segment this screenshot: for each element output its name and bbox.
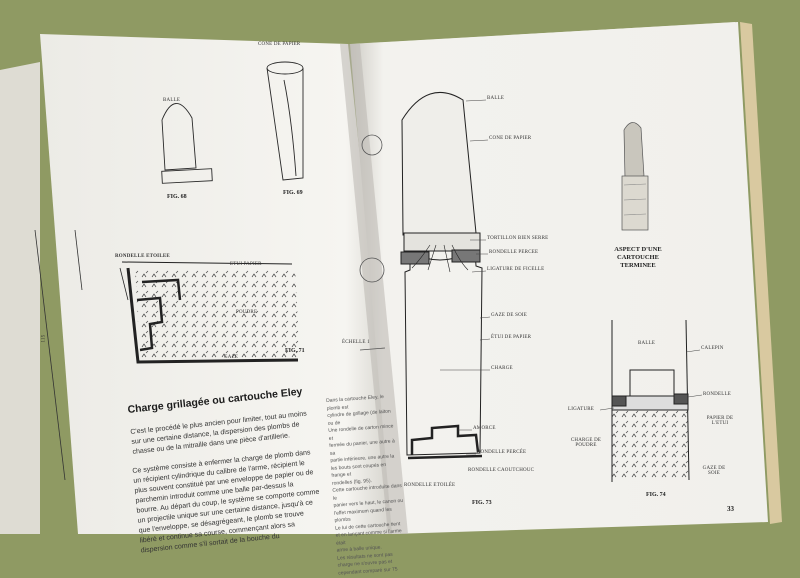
- fig74-label-papier: PAPIER DE L'ETUI: [706, 416, 734, 426]
- fig73-label-rondelle-caoutchouc: RONDELLE CAOUTCHOUC: [468, 468, 535, 473]
- fig68-caption: FIG. 68: [167, 194, 187, 200]
- fig73-cartridge: [400, 92, 483, 460]
- page-number: 33: [727, 505, 734, 513]
- fig73-label-rondelle-percee: RONDELLE PERCEE: [489, 250, 539, 255]
- cover-edge: [740, 22, 782, 524]
- fig71-label-etui: ETUI PAPIER: [230, 262, 262, 267]
- fig73-label-amorce: AMORCE: [473, 426, 496, 431]
- fig74-label-gaze: GAZE DE SOIE: [702, 466, 726, 476]
- scale-label: ÉCHELLE 1: [342, 340, 370, 345]
- fig73-label-gaze: GAZE DE SOIE: [491, 313, 528, 318]
- book-illustration: [0, 22, 782, 534]
- ruler-value: 115: [41, 334, 47, 343]
- fig74-caption: FIG. 74: [646, 492, 666, 498]
- fig73-label-rondelle-etoilee: RONDELLE ETOILÉE: [404, 483, 456, 488]
- fig71-label-gaze: GAZE: [224, 355, 239, 360]
- fig71-caption: FIG. 71: [285, 348, 305, 354]
- fig69-label: CONE DE PAPIER: [258, 42, 301, 47]
- under-page-left: [0, 62, 40, 534]
- fig73-label-balle: BALLE: [487, 96, 505, 101]
- fig73-label-charge: CHARGE: [491, 366, 513, 371]
- fig74-label-ligature: LIGATURE: [568, 407, 595, 412]
- fig73-label-rondelle-percee-bottom: RONDELLE PERCÉE: [477, 450, 527, 455]
- fig74-section: [611, 319, 690, 482]
- fig68-bullet: [161, 103, 213, 184]
- fig71-label-poudre: POUDRE: [236, 310, 258, 315]
- fig69-paper-cone: [266, 61, 304, 181]
- fig68-label-balle: BALLE: [163, 98, 181, 103]
- aspect-title: ASPECT D'UNE CARTOUCHE TERMINEE: [614, 246, 662, 269]
- scale-marks: [359, 134, 386, 351]
- finished-cartridge: [621, 122, 649, 231]
- fig73-label-ligature: LIGATURE DE FICELLE: [487, 267, 545, 272]
- fig74-label-balle: BALLE: [638, 341, 656, 346]
- fig74-label-rondelle: RONDELLE: [703, 392, 731, 397]
- fig73-label-cone: CONE DE PAPIER: [489, 136, 532, 141]
- fig69-caption: FIG. 69: [283, 190, 303, 196]
- ruler-left: [34, 229, 83, 481]
- fig71-cross-section: [119, 261, 300, 364]
- fig73-caption: FIG. 73: [472, 500, 492, 506]
- book-photo: BALLE FIG. 68 CONE DE PAPIER FIG. 69 RON…: [0, 22, 782, 576]
- fig71-label-rondelle: RONDELLE ETOILEE: [115, 254, 170, 259]
- fig73-label-etui: ÉTUI DE PAPIER: [491, 335, 532, 340]
- fig74-label-calepin: CALEPIN: [701, 346, 724, 351]
- leader-lines: [440, 99, 703, 455]
- fig74-label-charge: CHARGE DE POUDRE: [570, 438, 602, 448]
- paragraph-2: Ce système consiste à enfermer la charge…: [132, 449, 320, 555]
- paragraph-column-2: Dans la cartouche Eley, le plomb est cyl…: [326, 393, 404, 577]
- fig73-label-tortillon: TORTILLON BIEN SERRE: [487, 236, 549, 241]
- gutter-shadow: [340, 44, 408, 534]
